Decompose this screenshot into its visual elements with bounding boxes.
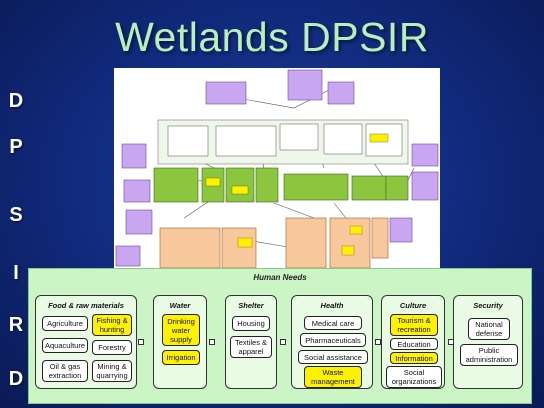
group-shelter: Shelter Housing Textiles & apparel [225, 295, 277, 389]
group-title-security: Security [473, 301, 503, 310]
group-title-culture: Culture [399, 301, 427, 310]
connector-shelter [280, 339, 286, 345]
group-security: Security National defense Public adminis… [453, 295, 523, 389]
group-food-raw-materials: Food & raw materials Agriculture Fishing… [35, 295, 137, 389]
human-needs-panel: Human Needs Food & raw materials Agricul… [28, 268, 532, 404]
connector-health [375, 339, 381, 345]
item-education: Education [390, 338, 438, 350]
group-title-shelter: Shelter [238, 301, 264, 310]
item-oil-gas-extraction: Oil & gas extraction [42, 360, 88, 382]
item-tourism-recreation: Tourism & recreation [390, 314, 438, 336]
item-pharmaceuticals: Pharmaceuticals [300, 333, 366, 347]
side-letter-r: R [8, 314, 24, 336]
item-social-assistance: Social assistance [298, 350, 368, 364]
group-title-food: Food & raw materials [48, 301, 124, 310]
side-letter-d: D [8, 90, 24, 112]
connector-water [209, 339, 215, 345]
item-medical-care: Medical care [304, 316, 362, 330]
item-drinking-water-supply: Drinking water supply [162, 314, 200, 346]
group-culture: Culture Tourism & recreation Education I… [381, 295, 445, 389]
item-national-defense: National defense [468, 318, 510, 340]
item-textiles-apparel: Textiles & apparel [230, 336, 272, 358]
item-aquaculture: Aquaculture [42, 338, 88, 353]
item-social-organizations: Social organizations [386, 366, 442, 388]
item-information: Information [390, 352, 438, 364]
item-forestry: Forestry [92, 340, 132, 355]
item-mining-quarrying: Mining & quarrying [92, 360, 132, 382]
group-water: Water Drinking water supply Irrigation [153, 295, 207, 389]
dpsir-flow-diagram [114, 68, 440, 270]
item-public-administration: Public administration [460, 344, 518, 366]
item-fishing-hunting: Fishing & hunting [92, 314, 132, 336]
connector-food [138, 339, 144, 345]
human-needs-title: Human Needs [253, 273, 307, 282]
dpsir-flow-diagram-graphic [115, 69, 439, 269]
item-waste-management: Waste management [304, 366, 362, 388]
item-housing: Housing [232, 316, 270, 331]
group-title-health: Health [320, 301, 344, 310]
item-irrigation: Irrigation [162, 350, 200, 365]
side-letter-d2: D [8, 368, 24, 390]
slide-title: Wetlands DPSIR [115, 14, 429, 60]
group-health: Health Medical care Pharmaceuticals Soci… [291, 295, 373, 389]
group-title-water: Water [169, 301, 191, 310]
side-letter-s: S [9, 204, 23, 226]
item-agriculture: Agriculture [42, 316, 88, 331]
side-letter-i: I [13, 262, 19, 284]
side-letter-p: P [9, 136, 23, 158]
